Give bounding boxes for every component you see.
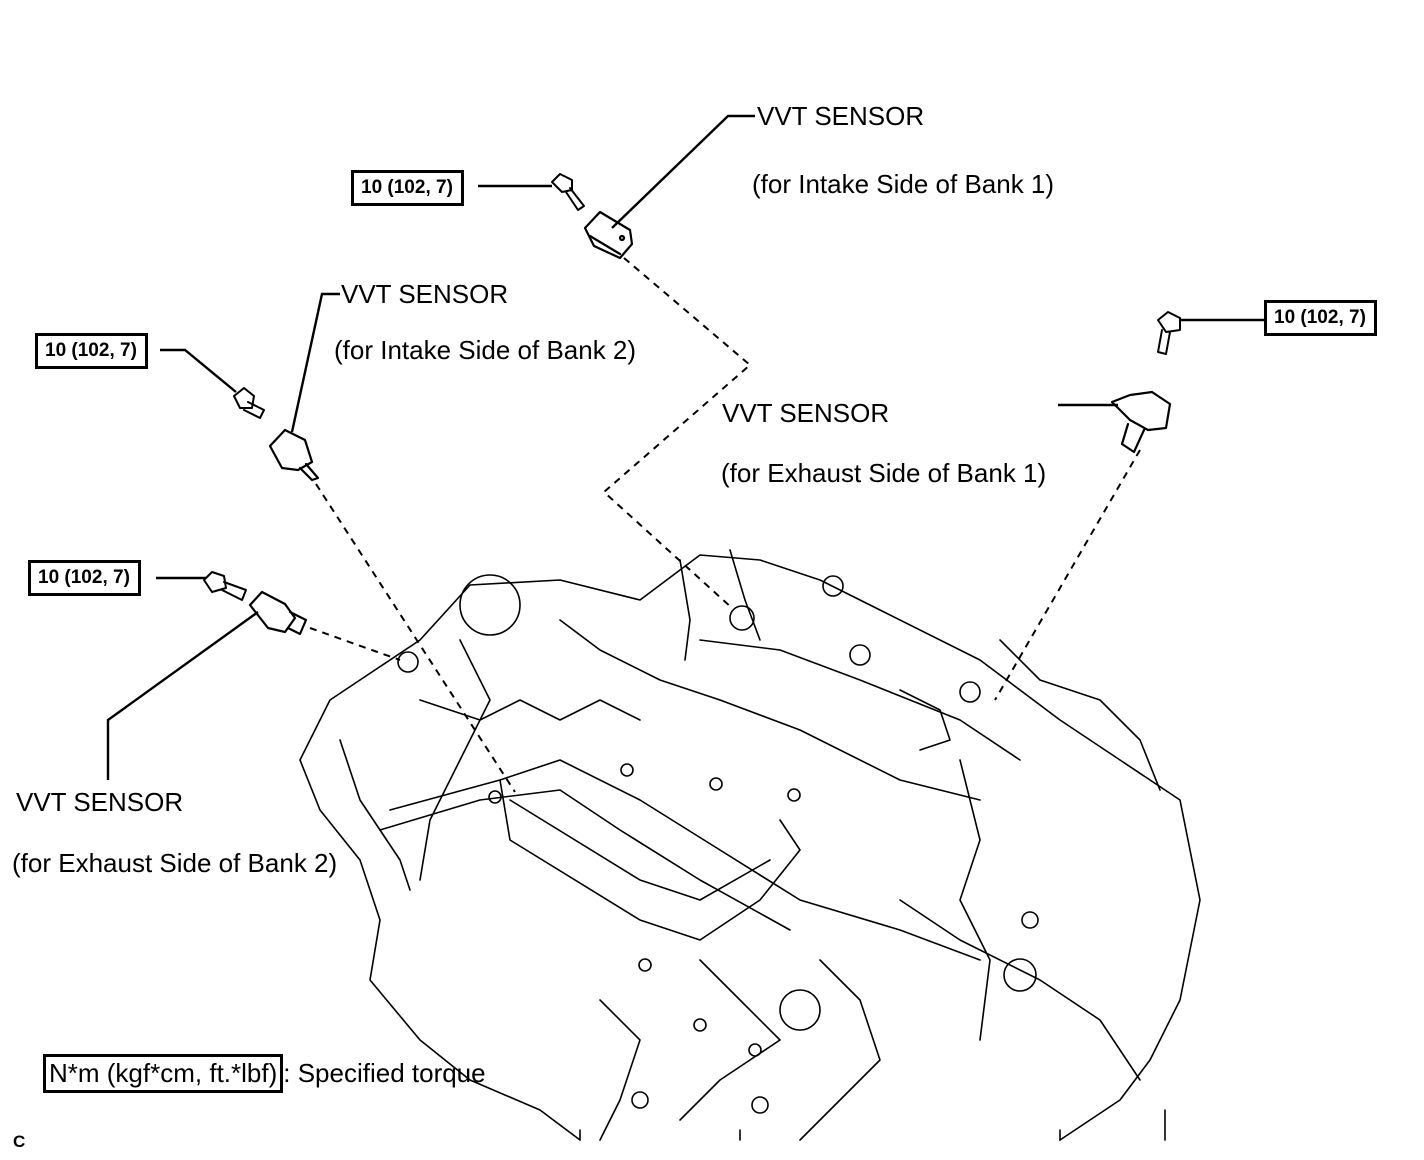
torque-box-intake-bank2: 10 (102, 7) xyxy=(35,333,148,369)
torque-legend: N*m (kgf*cm, ft.*lbf): Specified torque xyxy=(43,1054,486,1093)
dashed-line-intake-bank2 xyxy=(315,483,516,793)
engine-block-drawing xyxy=(299,549,1201,1141)
sensor-location-intake-bank1: (for Intake Side of Bank 1) xyxy=(752,169,1055,199)
sensor-location-exhaust-bank2: (for Exhaust Side of Bank 2) xyxy=(12,848,338,878)
dashed-line-exhaust-bank2 xyxy=(309,627,401,661)
leader-line-intake-bank1 xyxy=(611,114,755,229)
torque-box-intake-bank1: 10 (102, 7) xyxy=(351,170,464,206)
torque-box-exhaust-bank2: 10 (102, 7) xyxy=(28,560,141,596)
sensor-name-exhaust-bank2: VVT SENSOR xyxy=(16,787,184,817)
sensor-name-exhaust-bank1: VVT SENSOR xyxy=(722,398,890,428)
corner-mark: C xyxy=(13,1132,26,1151)
legend-unit-box: N*m (kgf*cm, ft.*lbf) xyxy=(43,1054,284,1093)
torque-leader-intake-bank2 xyxy=(160,348,237,393)
leader-line-exhaust-bank2 xyxy=(106,611,259,780)
vvt-sensor-intake-bank2-icon xyxy=(268,428,320,482)
dashed-line-exhaust-bank1 xyxy=(994,449,1141,701)
vvt-sensor-exhaust-bank1-icon xyxy=(1110,390,1172,454)
bolt-exhaust-bank2-icon xyxy=(203,571,247,601)
vvt-sensor-exhaust-bank2-icon xyxy=(248,590,308,636)
dashed-line-intake-bank1 xyxy=(602,257,752,609)
sensor-name-intake-bank2: VVT SENSOR xyxy=(341,279,509,309)
bolt-intake-bank1-icon xyxy=(551,173,585,211)
sensor-location-exhaust-bank1: (for Exhaust Side of Bank 1) xyxy=(721,458,1047,488)
torque-box-exhaust-bank1: 10 (102, 7) xyxy=(1264,300,1377,336)
sensor-name-intake-bank1: VVT SENSOR xyxy=(757,101,925,131)
sensor-location-intake-bank2: (for Intake Side of Bank 2) xyxy=(334,335,637,365)
vvt-sensor-intake-bank1-icon xyxy=(583,210,634,260)
leader-line-intake-bank2 xyxy=(290,292,340,433)
bolt-intake-bank2-icon xyxy=(233,387,265,419)
legend-description: : Specified torque xyxy=(283,1058,486,1088)
bolt-exhaust-bank1-icon xyxy=(1157,311,1181,355)
